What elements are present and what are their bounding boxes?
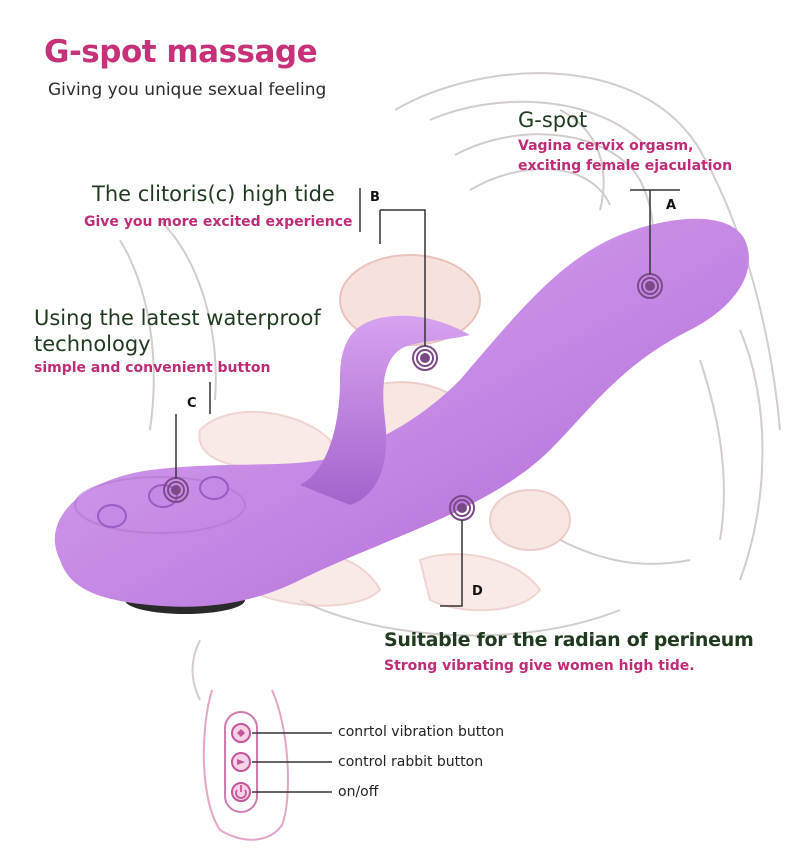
legend-lines: [252, 732, 332, 793]
marker-c-label: C: [187, 396, 197, 411]
waterproof-heading-line2: technology: [34, 332, 151, 356]
marker-a-target: [637, 273, 663, 299]
marker-d-label: D: [472, 584, 483, 599]
device-body: [54, 218, 749, 607]
waterproof-heading-line1: Using the latest waterproof: [34, 306, 321, 330]
marker-c-target: [163, 477, 189, 503]
clitoris-heading: The clitoris(c) high tide: [92, 182, 335, 206]
gspot-desc-line2: exciting female ejaculation: [518, 158, 733, 174]
rabbit-icon: [231, 752, 251, 772]
waterproof-desc: simple and convenient button: [34, 360, 271, 376]
perineum-desc: Strong vibrating give women high tide.: [384, 658, 695, 674]
device-button-panel: [74, 476, 246, 534]
page-subtitle: Giving you unique sexual feeling: [48, 80, 327, 100]
marker-a-label: A: [666, 198, 677, 213]
device-side-view: [202, 689, 332, 841]
marker-b-target: [412, 345, 438, 371]
legend-rabbit-label: control rabbit button: [338, 754, 484, 770]
page-title: G-spot massage: [44, 34, 318, 70]
legend-power-label: on/off: [338, 784, 379, 800]
perineum-heading: Suitable for the radian of perineum: [384, 629, 754, 651]
vibration-icon: [231, 723, 251, 743]
anatomy-outline: [119, 72, 781, 701]
marker-b-label: B: [370, 190, 380, 205]
gspot-desc-line1: Vagina cervix orgasm,: [518, 138, 694, 154]
gspot-heading: G-spot: [518, 108, 588, 132]
callout-lines: [175, 188, 680, 607]
clitoris-desc: Give you more excited experience: [84, 214, 353, 230]
power-icon: [231, 782, 251, 802]
target-markers: [163, 273, 663, 521]
marker-d-target: [449, 495, 475, 521]
legend-vibration-label: conrtol vibration button: [338, 724, 505, 740]
device-rabbit-arm: [300, 315, 470, 505]
